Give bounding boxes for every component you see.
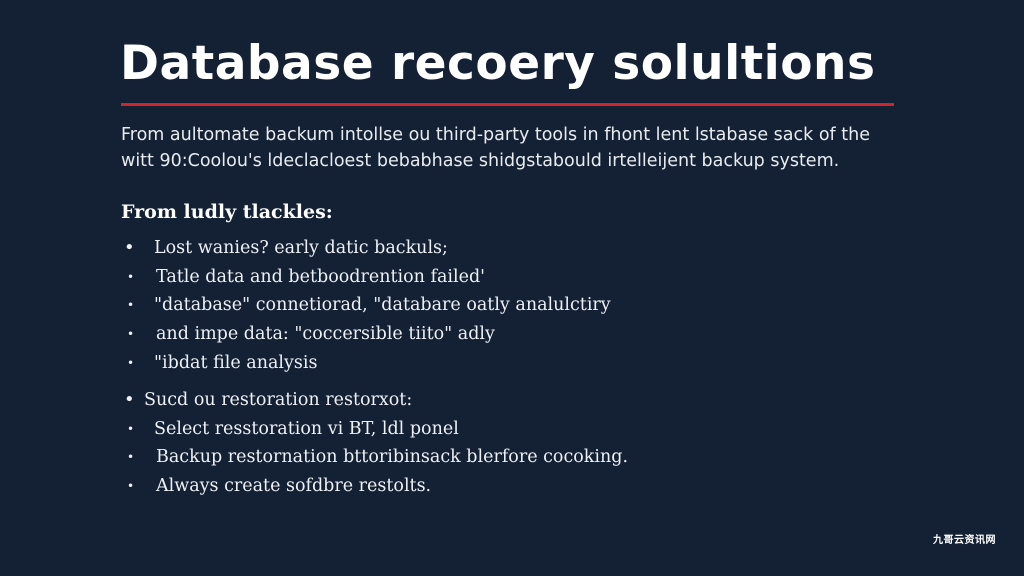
bullet-icon: • <box>127 479 135 494</box>
watermark-logo: 九哥云资讯网 <box>933 535 996 546</box>
list-item-text: Select resstoration vi BT, ldl ponel <box>154 418 459 439</box>
title-underline-rule <box>121 103 894 106</box>
list-item-text: Lost wanies? early datic backuls; <box>154 238 448 258</box>
bullet-icon: • <box>127 327 135 342</box>
list-item-text: and impe data: "coccersible tiito" adly <box>156 324 495 345</box>
intro-paragraph: From aultomate backum intollse ou third-… <box>121 122 921 174</box>
bullet-icon: • <box>124 237 135 258</box>
intro-line-1: From aultomate backum intollse ou third-… <box>121 125 870 145</box>
list-item-text: Backup restornation bttoribinsack blerfo… <box>156 447 629 468</box>
bullet-icon: • <box>127 355 135 370</box>
list-item-text: Tatle data and betboodrention failed' <box>156 266 485 287</box>
list-item-text: "database" connetiorad, "databare oatly … <box>154 295 611 316</box>
section-heading-troubles: From ludly tlackles: <box>121 201 333 223</box>
bullet-icon: • <box>127 269 135 284</box>
slide-title: Database recoery solultions <box>120 36 876 91</box>
bullet-icon: • <box>127 421 135 436</box>
section-heading-restoration: Sucd ou restoration restorxot: <box>144 390 413 410</box>
bullet-icon: • <box>124 389 135 410</box>
bullet-icon: • <box>127 298 135 313</box>
list-item-text: "ibdat file analysis <box>154 352 318 373</box>
intro-line-2: witt 90:Coolou's ldeclacloest bebabhase … <box>121 151 840 171</box>
bullet-icon: • <box>127 450 135 465</box>
list-item-text: Always create sofdbre restolts. <box>156 476 432 497</box>
